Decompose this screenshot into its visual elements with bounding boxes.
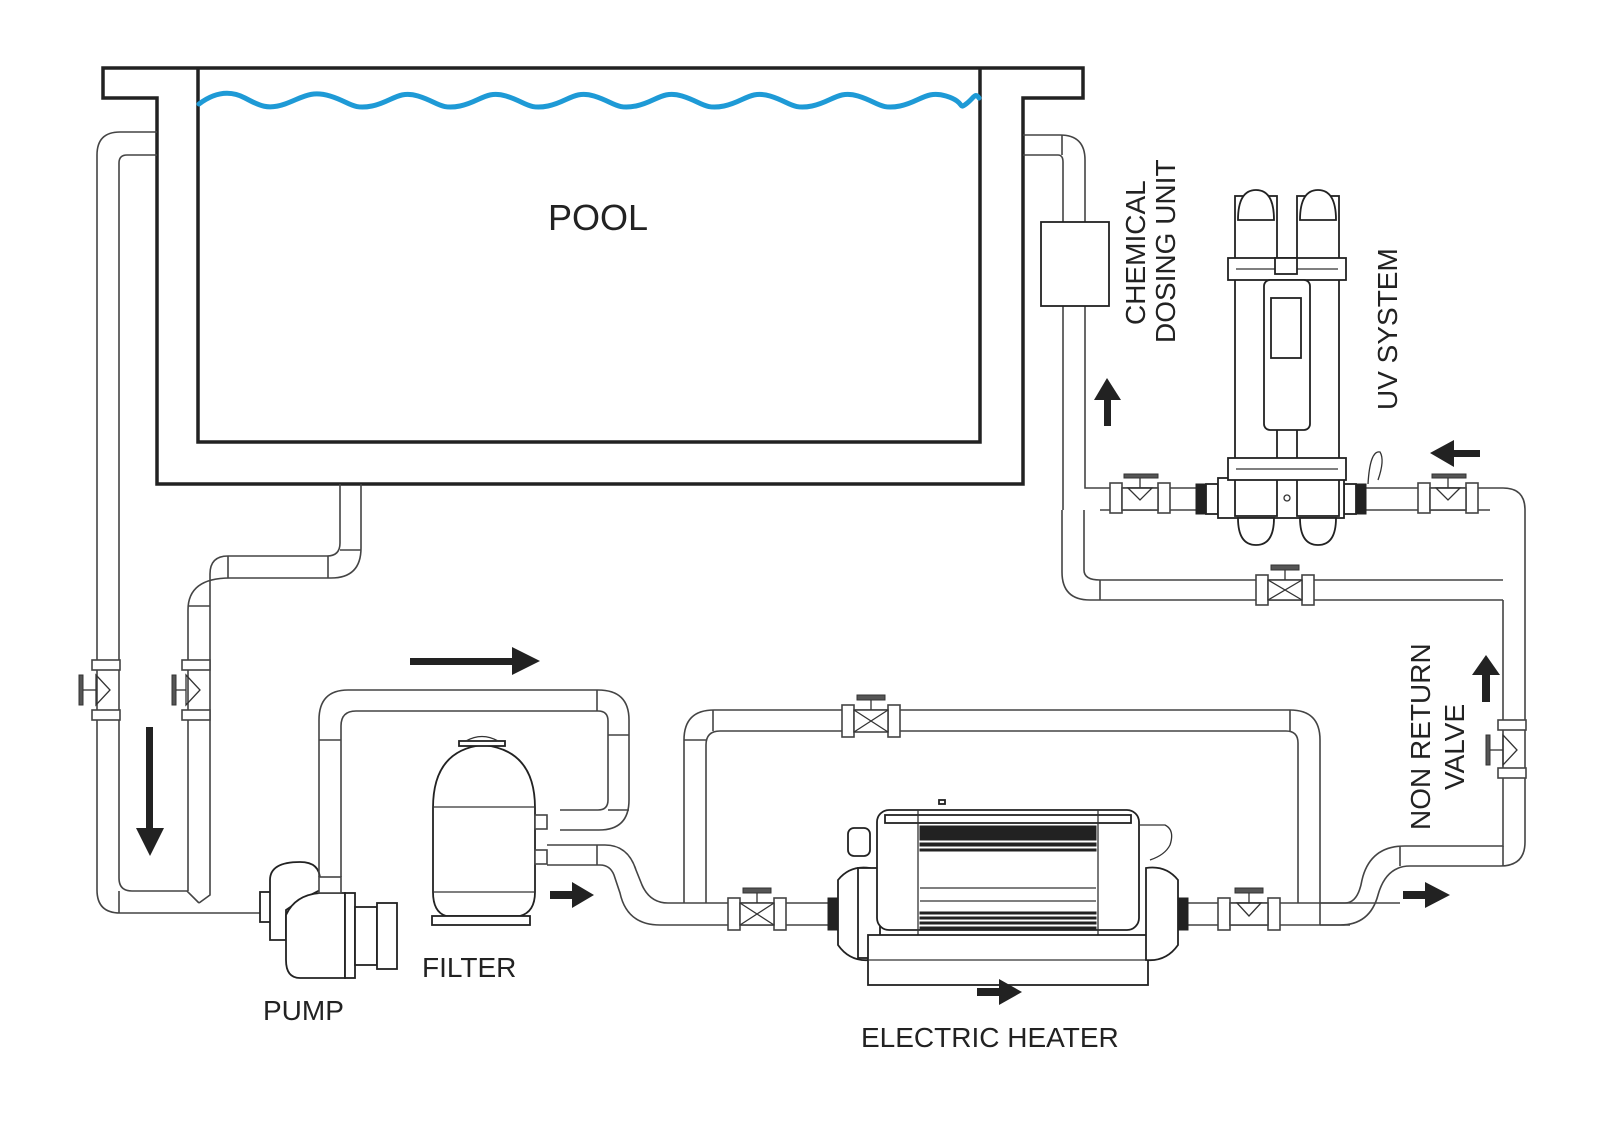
- skimmer-pipe: [78, 131, 260, 914]
- heater-fins: [919, 825, 1097, 930]
- electric-heater-label: ELECTRIC HEATER: [861, 1022, 1119, 1053]
- flow-arrow-up-icon: [1472, 655, 1500, 702]
- filter-outlet-pipe: [547, 844, 728, 926]
- heater-outlet-pipe: [1320, 785, 1526, 926]
- non-return-label-line2: VALVE: [1439, 704, 1470, 790]
- uv-system-label: UV SYSTEM: [1372, 248, 1403, 410]
- non-return-riser: NON RETURN VALVE: [1100, 487, 1527, 830]
- non-return-label-line1: NON RETURN: [1405, 643, 1436, 830]
- flow-arrow-left-icon: [1430, 440, 1480, 467]
- flow-arrow-up-icon: [1094, 378, 1121, 426]
- flow-arrow-right-icon: [1403, 882, 1450, 908]
- pump-label: PUMP: [263, 995, 344, 1026]
- electric-heater[interactable]: ELECTRIC HEATER: [827, 799, 1189, 1053]
- uv-system[interactable]: UV SYSTEM: [1195, 189, 1403, 546]
- heater-inlet-gate-valve[interactable]: [727, 887, 787, 931]
- chemical-dosing-label-line2: DOSING UNIT: [1150, 159, 1181, 343]
- uv-outlet-check-valve[interactable]: [1109, 473, 1171, 514]
- gate-valve-left-1[interactable]: [78, 659, 121, 721]
- heater-line: [727, 887, 1400, 931]
- non-return-valve[interactable]: [1485, 719, 1527, 779]
- flow-arrow-right-icon: [550, 882, 594, 908]
- pump-discharge-pipe: [318, 647, 630, 877]
- flow-arrow-right-icon: [977, 979, 1022, 1005]
- pool-shell: [101, 66, 1085, 486]
- filter[interactable]: FILTER: [422, 735, 548, 984]
- chemical-dosing-label-line1: CHEMICAL: [1120, 180, 1151, 325]
- chemical-dosing-unit[interactable]: [1040, 221, 1110, 307]
- bypass-gate-valve[interactable]: [841, 694, 901, 738]
- pump[interactable]: PUMP: [259, 861, 398, 1026]
- uv-bypass-gate-valve[interactable]: [1255, 564, 1315, 606]
- heater-outlet-check-valve[interactable]: [1217, 887, 1281, 931]
- water-surface: [196, 90, 982, 110]
- pool-basin: [196, 68, 982, 444]
- return-pipe: CHEMICAL DOSING UNIT: [1023, 134, 1181, 510]
- gate-valve-left-2[interactable]: [171, 659, 211, 721]
- heater-bypass-pipe: [683, 694, 1321, 925]
- pool-label: POOL: [548, 197, 648, 238]
- flow-arrow-right-icon: [410, 647, 540, 675]
- filter-label: FILTER: [422, 952, 516, 983]
- uv-inlet-check-valve[interactable]: [1417, 473, 1479, 514]
- main-drain-pipe: [171, 484, 362, 904]
- pool: POOL: [101, 66, 1085, 486]
- flow-arrow-down-icon: [136, 727, 164, 856]
